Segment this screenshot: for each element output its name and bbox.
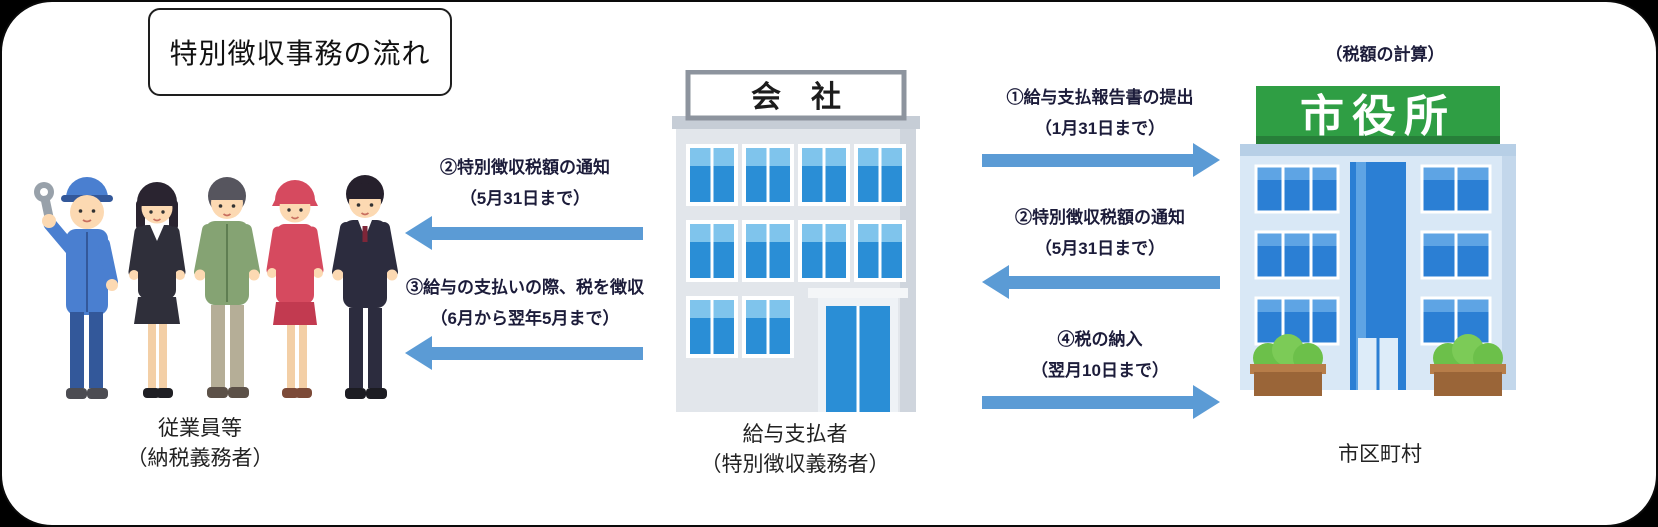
arrow-head-icon: [1193, 143, 1220, 177]
company-caption-main: 給与支払者: [742, 423, 848, 446]
arrow-submit-payment-report: [982, 143, 1220, 177]
city-hall-caption-main: 市区町村: [1338, 443, 1422, 466]
entrance-door: [808, 288, 908, 412]
workclothes-man-figure: [194, 177, 260, 398]
arrow-notice-to-employees: [405, 216, 643, 250]
arrow-label-right-top: ①給与支払報告書の提出 （1月31日まで）: [925, 82, 1275, 144]
city-hall-windows: [1254, 164, 1492, 346]
arrow-head-icon: [982, 265, 1009, 299]
tax-calculation-note: （税額の計算）: [1325, 45, 1445, 64]
arrow-label-period: （6月から翌年5月まで）: [430, 309, 620, 328]
company-building-illustration: 会 社: [672, 69, 920, 420]
arrow-head-icon: [1193, 385, 1220, 419]
hedge-right: [1430, 334, 1506, 396]
arrow-head-icon: [405, 336, 432, 370]
arrow-label-left-top: ②特別徴収税額の通知 （5月31日まで）: [350, 152, 700, 214]
arrow-shaft: [982, 395, 1193, 409]
arrow-head-icon: [405, 216, 432, 250]
company-building: 会 社: [672, 69, 920, 412]
arrow-label-period: （5月31日まで）: [459, 189, 591, 208]
employees-illustration: [28, 132, 420, 424]
arrow-label-right-bottom: ④税の納入 （翌月10日まで）: [925, 324, 1275, 386]
city-hall-building: 市役所: [1240, 86, 1516, 396]
svg-text:会 社: 会 社: [751, 81, 841, 114]
arrow-shaft: [1009, 275, 1220, 289]
arrow-label-period: （1月31日まで）: [1034, 119, 1166, 138]
company-caption-sub: （特別徴収義務者）: [700, 453, 890, 476]
arrow-label-text: ③給与の支払いの際、税を徴収: [406, 278, 644, 297]
employees-caption-sub: （納税義務者）: [126, 447, 274, 470]
arrow-label-period: （翌月10日まで）: [1031, 361, 1169, 380]
company-windows: [686, 144, 906, 358]
worker-figure: [34, 177, 118, 399]
arrow-pay-tax: [982, 385, 1220, 419]
arrow-label-text: ②特別徴収税額の通知: [440, 158, 610, 177]
svg-text:市役所: 市役所: [1300, 92, 1456, 141]
arrow-label-left-bottom: ③給与の支払いの際、税を徴収 （6月から翌年5月まで）: [340, 272, 710, 334]
businessman-figure: [332, 175, 398, 399]
hedge-left: [1250, 334, 1326, 396]
company-caption: 給与支払者 （特別徴収義務者）: [645, 420, 945, 480]
city-hall-sign: 市役所: [1256, 86, 1500, 144]
arrow-notice-to-company: [982, 265, 1220, 299]
city-hall-glass-column: [1350, 162, 1406, 390]
employees-caption: 従業員等 （納税義務者）: [75, 414, 325, 474]
businesswoman-figure: [128, 182, 186, 398]
city-hall-illustration: 市役所: [1228, 86, 1528, 416]
arrow-label-text: ①給与支払報告書の提出: [1006, 88, 1194, 107]
arrow-collect-tax-from-salary: [405, 336, 643, 370]
company-sign: 会 社: [685, 69, 907, 121]
arrow-label-right-middle: ②特別徴収税額の通知 （5月31日まで）: [925, 202, 1275, 264]
apron-woman-figure: [266, 180, 324, 398]
arrow-shaft: [432, 226, 643, 240]
title-box: 特別徴収事務の流れ: [148, 8, 452, 96]
city-hall-caption: 市区町村: [1270, 440, 1490, 470]
arrow-label-text: ②特別徴収税額の通知: [1015, 208, 1185, 227]
arrow-label-period: （5月31日まで）: [1034, 239, 1166, 258]
arrow-label-text: ④税の納入: [1057, 330, 1143, 349]
page-title: 特別徴収事務の流れ: [169, 38, 431, 69]
arrow-shaft: [982, 153, 1193, 167]
employees-caption-main: 従業員等: [158, 417, 242, 440]
arrow-shaft: [432, 346, 643, 360]
